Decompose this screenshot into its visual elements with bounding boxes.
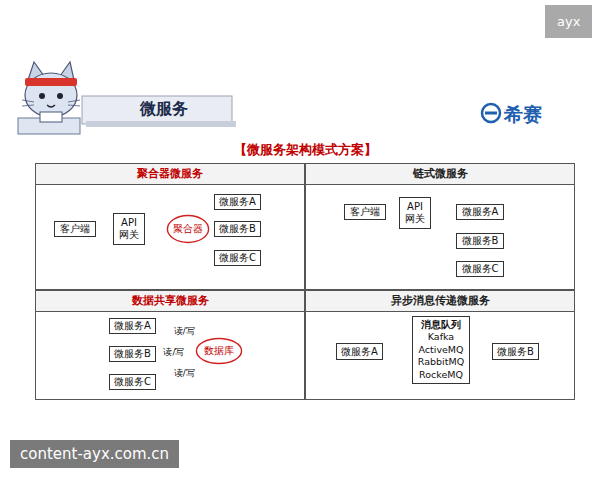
node-body: RabbitMQ	[418, 356, 464, 368]
node-body: ActiveMQ	[418, 344, 463, 356]
node-text: 微服务B	[462, 235, 499, 247]
service-box: 微服务B	[492, 343, 539, 360]
node-text: 微服务A	[114, 320, 151, 332]
gateway-box: API 网关	[113, 213, 145, 245]
table-cell: 链式微服务客户端 API 网关 微服务A 微服务B 微服务C	[305, 163, 575, 290]
gateway-box: API 网关	[399, 197, 431, 229]
cell-heading: 异步消息传递微服务	[306, 291, 574, 312]
node-text: 客户端	[350, 206, 380, 218]
node-text: 微服务A	[462, 206, 499, 218]
node-text: 微服务B	[219, 223, 256, 235]
node-text: 消息队列	[421, 319, 461, 331]
cell-heading: 数据共享微服务	[36, 291, 304, 312]
watermark: content-ayx.com.cn	[10, 440, 179, 468]
node-text: 数据库	[204, 344, 234, 358]
node-text: 客户端	[60, 223, 90, 235]
logo-icon	[482, 104, 500, 122]
service-box: 微服务B	[214, 221, 261, 237]
service-box: 微服务B	[109, 346, 156, 362]
cat-mascot	[18, 62, 80, 134]
banner-heading: 微服务	[100, 99, 228, 120]
service-box: 微服务A	[456, 204, 504, 220]
logo-text: 希赛	[504, 102, 542, 128]
node-body: RockeMQ	[419, 369, 463, 381]
node-text: 微服务A	[219, 196, 256, 208]
queue-box: 消息队列KafkaActiveMQRabbitMQRockeMQ	[412, 316, 470, 384]
node-text: 微服务B	[114, 348, 151, 360]
node-text: 微服务C	[462, 263, 499, 275]
aggregator-ellipse: 聚合器	[167, 215, 209, 243]
service-box: 微服务A	[336, 343, 383, 360]
service-box: 微服务B	[456, 233, 504, 249]
table-cell: 异步消息传递微服务微服务A 消息队列KafkaActiveMQRabbitMQRo…	[305, 290, 575, 400]
node-text: 微服务A	[341, 346, 378, 358]
edge-label: 读/写	[173, 367, 196, 380]
cell-heading: 链式微服务	[306, 164, 574, 185]
banner-shadow	[86, 121, 236, 127]
table-cell: 数据共享微服务微服务A 微服务B 微服务C 数据库	[35, 290, 305, 400]
client-box: 客户端	[54, 221, 96, 237]
service-box: 微服务C	[456, 261, 504, 277]
client-box: 客户端	[344, 204, 386, 220]
node-text: 微服务B	[497, 346, 534, 358]
service-box: 微服务C	[214, 250, 261, 266]
cell-heading: 聚合器微服务	[36, 164, 304, 185]
node-body: Kafka	[428, 331, 454, 343]
title: 【微服务架构模式方案】	[0, 141, 600, 159]
service-box: 微服务A	[214, 194, 261, 210]
database-ellipse: 数据库	[196, 338, 242, 364]
edge-label: 读/写	[162, 346, 185, 359]
table-cell: 聚合器微服务客户端 API 网关 聚合器 微服务A 微服务B 微服务C	[35, 163, 305, 290]
service-box: 微服务C	[109, 374, 156, 390]
node-text: API 网关	[404, 201, 426, 225]
node-text: API 网关	[118, 217, 140, 241]
watermark: ayx	[545, 5, 592, 38]
service-box: 微服务A	[109, 318, 156, 334]
node-text: 微服务C	[219, 252, 256, 264]
edge-label: 读/写	[173, 325, 196, 338]
node-text: 微服务C	[114, 376, 151, 388]
node-text: 聚合器	[173, 222, 203, 236]
banner	[82, 96, 232, 124]
